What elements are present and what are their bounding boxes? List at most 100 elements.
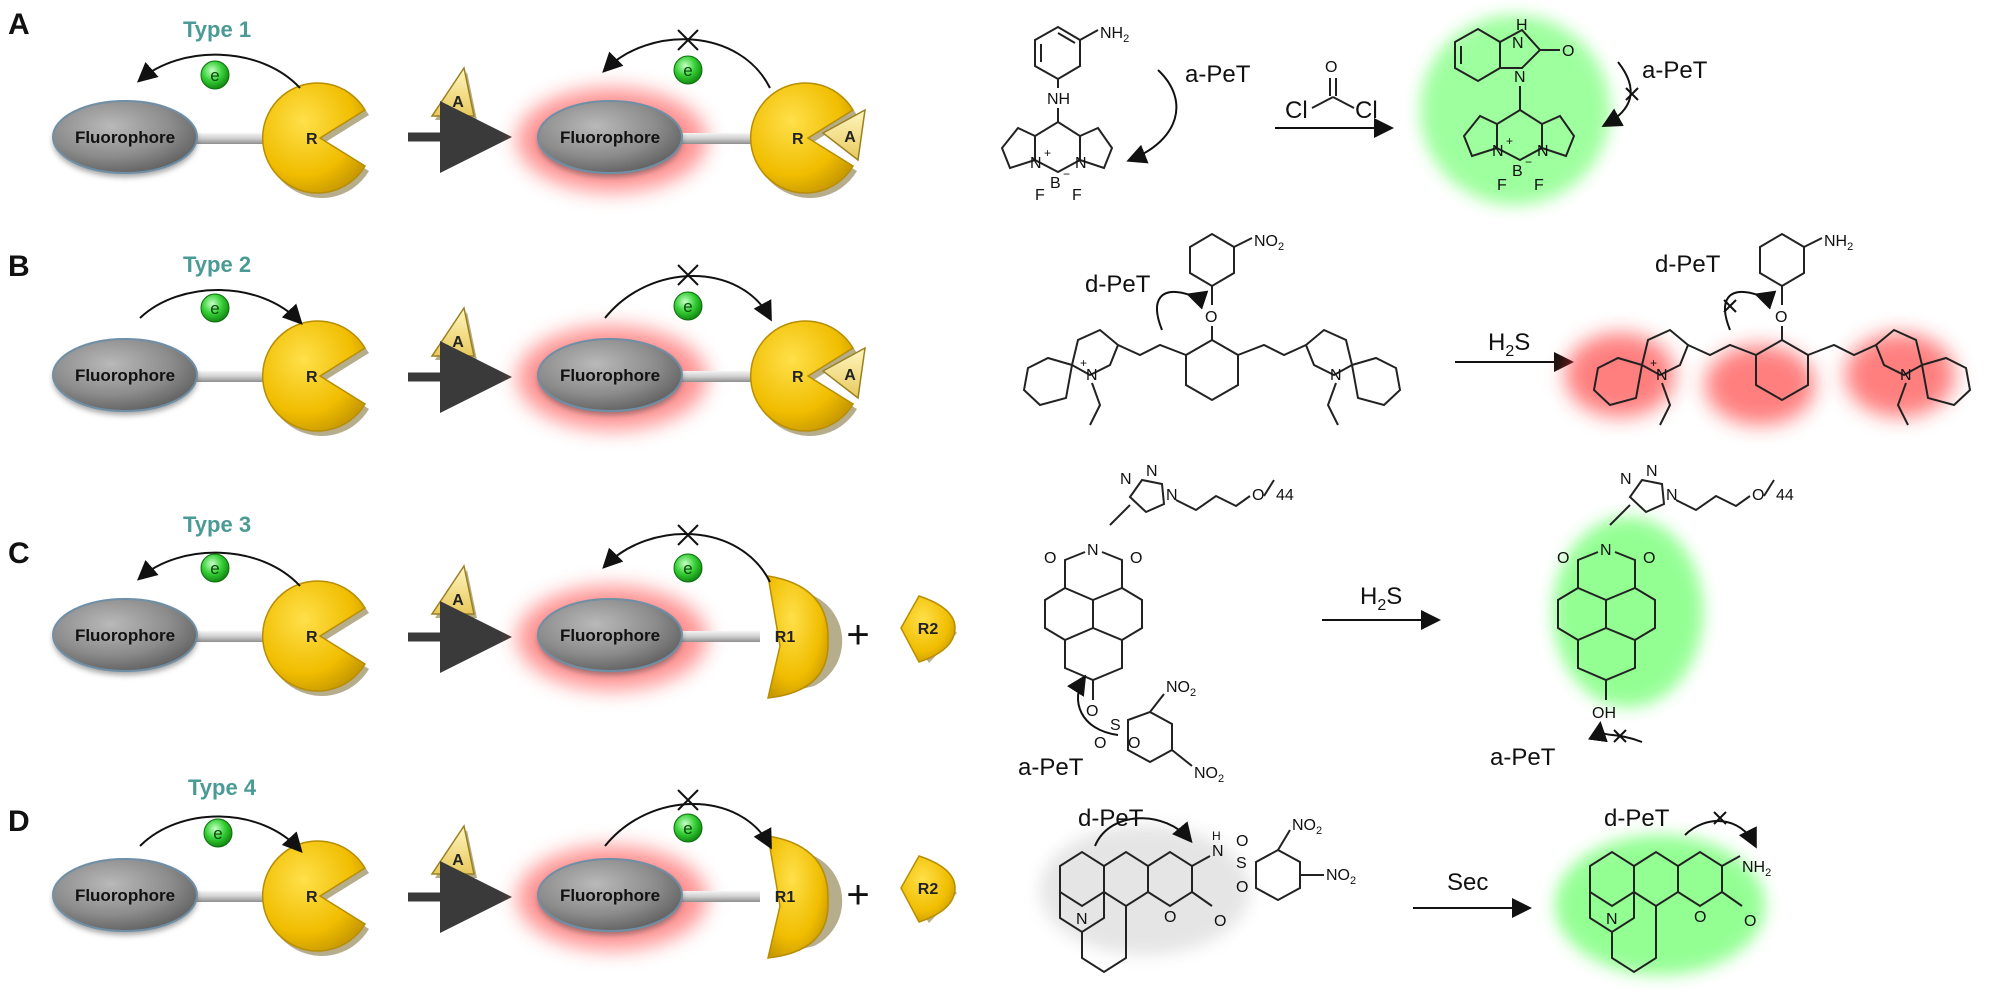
bound-analyte xyxy=(821,346,866,400)
chem-b-product: NH2 O N + N d-PeT xyxy=(1565,232,1972,426)
electron-transfer-arrow xyxy=(139,289,303,325)
aniline-ring xyxy=(1034,25,1081,81)
svg-text:H: H xyxy=(1516,17,1528,34)
svg-text:N: N xyxy=(1492,143,1504,160)
bound-analyte-label: A xyxy=(844,129,856,146)
svg-text:N: N xyxy=(1606,911,1618,928)
svg-text:A: A xyxy=(452,592,464,609)
receptor-label: R xyxy=(306,369,318,386)
mechanism-label: a-PeT xyxy=(1018,754,1084,781)
chem-d-product: N O O NH2 d-PeT xyxy=(1555,805,1771,975)
svg-text:A: A xyxy=(452,852,464,869)
plus-sign: + xyxy=(846,873,869,917)
svg-text:Cl: Cl xyxy=(1355,97,1378,124)
panel-b: B Type 2 Fluorophore R e A Fluorophore R… xyxy=(8,232,1972,437)
svg-text:R2: R2 xyxy=(918,881,939,898)
svg-text:e: e xyxy=(683,559,692,578)
chem-c-product: N N N O 44 N O O OH a-PeT xyxy=(1490,463,1794,771)
apet-arrow xyxy=(1126,69,1178,164)
construct-before-c: Fluorophore R e xyxy=(53,551,370,697)
cyclohexene xyxy=(1185,338,1239,402)
svg-text:R: R xyxy=(792,369,804,386)
chem-c-reactant: N N N O 44 N O O O S O O NO2 NO2 a-PeT xyxy=(1018,463,1294,785)
svg-text:Cl: Cl xyxy=(1285,97,1308,124)
chem-d-reactant: N O O N H S O O NO2 NO2 d-PeT xyxy=(1040,805,1356,974)
svg-text:N: N xyxy=(1075,155,1087,172)
svg-text:e: e xyxy=(683,297,692,316)
aminophenyl-ring xyxy=(1759,232,1805,288)
plus-sign: + xyxy=(846,613,869,657)
svg-text:F: F xyxy=(1497,177,1507,194)
svg-text:O: O xyxy=(1236,879,1248,896)
mechanism-label: d-PeT xyxy=(1655,251,1721,278)
svg-text:Fluorophore: Fluorophore xyxy=(560,886,660,905)
apet-arrow xyxy=(1066,674,1119,736)
svg-text:+: + xyxy=(1044,146,1051,160)
svg-text:B: B xyxy=(1512,163,1523,180)
electron-transfer-arrow xyxy=(136,53,301,89)
receptor-label: R xyxy=(306,131,318,148)
svg-text:O: O xyxy=(1775,309,1787,326)
panel-a: A Type 1 Fluorophore R e A Fluorophore R… xyxy=(8,8,1708,205)
svg-text:e: e xyxy=(210,299,219,318)
svg-text:B: B xyxy=(1050,175,1061,192)
dpet-arrow xyxy=(1094,817,1193,847)
svg-text:NO2: NO2 xyxy=(1292,817,1322,837)
blocked-apet-arrow xyxy=(1587,721,1643,743)
triazole xyxy=(1128,478,1166,514)
svg-text:R1: R1 xyxy=(775,629,796,646)
svg-text:O: O xyxy=(1252,487,1264,504)
indole-left xyxy=(1022,328,1120,407)
type-label-4: Type 4 xyxy=(188,775,257,800)
mechanism-label: d-PeT xyxy=(1604,805,1670,832)
construct-after-d: Fluorophore R1 + R2 e xyxy=(517,789,958,959)
reagent-label: H2S xyxy=(1360,583,1402,614)
naphthalimide-core xyxy=(1044,586,1143,682)
blocked-transfer-arrow xyxy=(602,532,771,583)
svg-text:R1: R1 xyxy=(775,889,796,906)
dpet-arrow xyxy=(1156,290,1209,331)
reagent-label: H2S xyxy=(1488,329,1530,360)
svg-text:O: O xyxy=(1205,309,1217,326)
svg-text:R2: R2 xyxy=(918,621,939,638)
svg-text:N: N xyxy=(1030,155,1042,172)
fluorophore-label: Fluorophore xyxy=(560,128,660,147)
svg-text:NO2: NO2 xyxy=(1166,679,1196,699)
electron-label: e xyxy=(210,66,219,85)
panel-d: D Type 4 Fluorophore R e A Fluorophore R… xyxy=(8,775,1771,975)
blocked-mark xyxy=(1625,87,1639,101)
nitrophenyl-ring xyxy=(1189,232,1235,288)
svg-text:44: 44 xyxy=(1776,487,1794,504)
svg-text:O: O xyxy=(1557,550,1569,567)
svg-text:F: F xyxy=(1072,187,1082,204)
svg-text:+: + xyxy=(1080,356,1087,370)
svg-text:N: N xyxy=(1146,463,1158,480)
electron-transfer-arrow xyxy=(139,815,303,853)
linker xyxy=(640,133,760,144)
svg-text:e: e xyxy=(210,559,219,578)
svg-text:O: O xyxy=(1562,43,1574,60)
svg-text:N: N xyxy=(1656,367,1668,384)
svg-text:N: N xyxy=(1120,471,1132,488)
mechanism-label: a-PeT xyxy=(1490,744,1556,771)
svg-text:N: N xyxy=(1600,542,1612,559)
blocked-dpet-arrow xyxy=(1724,290,1777,331)
svg-text:N: N xyxy=(1330,367,1342,384)
type-label-1: Type 1 xyxy=(183,17,251,42)
analyte-label: A xyxy=(452,94,464,111)
mechanism-label: d-PeT xyxy=(1085,271,1151,298)
svg-text:R: R xyxy=(306,629,318,646)
nh-label: NH xyxy=(1047,91,1070,108)
svg-text:O: O xyxy=(1214,913,1226,930)
bound-analyte xyxy=(821,108,866,162)
svg-text:e: e xyxy=(683,819,692,838)
construct-after-a: Fluorophore R A e xyxy=(517,29,866,199)
mechanism-label: d-PeT xyxy=(1078,805,1144,832)
svg-text:O: O xyxy=(1164,909,1176,926)
svg-text:NO2: NO2 xyxy=(1254,233,1284,253)
svg-text:F: F xyxy=(1035,187,1045,204)
svg-text:N: N xyxy=(1512,35,1524,52)
svg-text:O: O xyxy=(1744,913,1756,930)
svg-text:S: S xyxy=(1110,717,1121,734)
svg-text:N: N xyxy=(1166,487,1178,504)
